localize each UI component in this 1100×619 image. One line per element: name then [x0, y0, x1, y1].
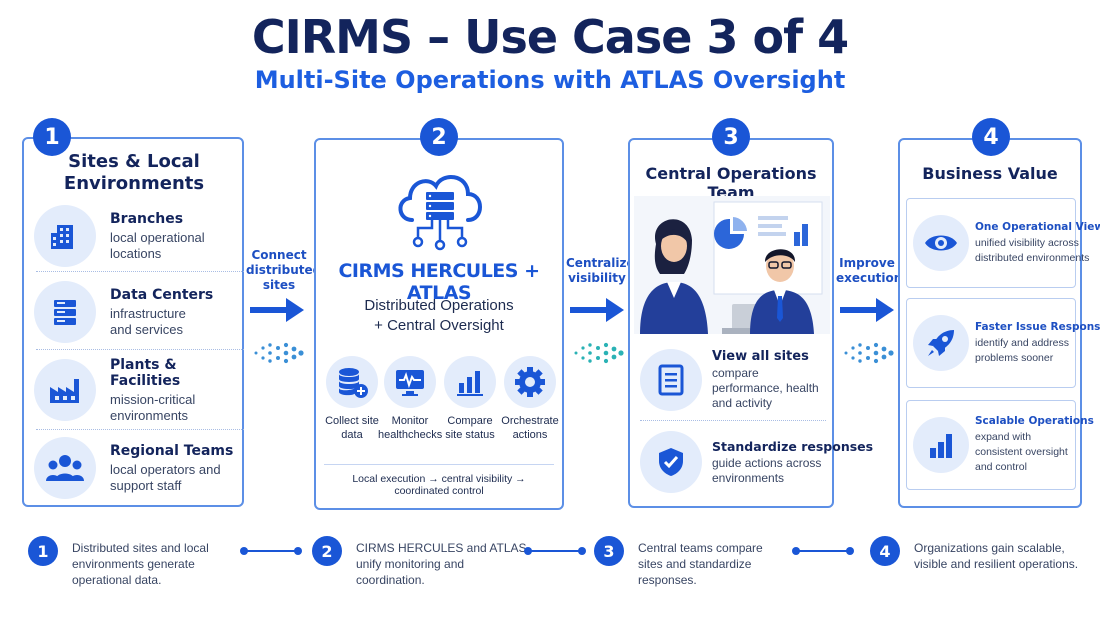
panel-sites: Sites & Local Environments Branches loca…: [22, 137, 244, 507]
building-icon: [34, 205, 96, 267]
monitor-pulse-icon: [384, 356, 436, 408]
panel-business-value: Business Value One Operational View unif…: [898, 138, 1100, 508]
step-number-badge: 1: [33, 118, 71, 156]
value-card-head: Faster Issue Response: [975, 320, 1100, 333]
summary-step-1: 1 Distributed sites and local environmen…: [28, 536, 212, 588]
site-item-sub: infrastructure and services: [110, 305, 186, 337]
summary-step-text: Organizations gain scalable, visible and…: [914, 541, 1079, 571]
ops-item-sub: compare performance, health and activity: [712, 366, 819, 410]
ops-item-sub: guide actions across environments: [712, 455, 822, 485]
summary-step-number: 4: [870, 536, 900, 566]
team-illustration: [634, 196, 830, 334]
value-card-sub: unified visibility across distributed en…: [975, 236, 1090, 264]
ops-item-head: Standardize responses: [712, 438, 874, 454]
ops-item-standardize: Standardize responses guide actions acro…: [640, 422, 873, 502]
site-item-head: Data Centers: [110, 286, 214, 303]
value-card-sub: expand with consistent oversight and con…: [975, 431, 1068, 473]
platform-description: Distributed Operations + Central Oversig…: [364, 297, 514, 334]
site-item-regional-teams: Regional Teams local operators and suppo…: [34, 429, 244, 507]
document-icon: [640, 349, 702, 411]
database-add-icon: [326, 356, 378, 408]
summary-connector-line: [524, 547, 586, 555]
server-icon: [34, 281, 96, 343]
flow-dots-icon: [254, 342, 304, 364]
page-title: CIRMS – Use Case 3 of 4: [251, 10, 849, 64]
summary-step-3: 3 Central teams compare sites and standa…: [594, 536, 788, 588]
value-card-one-view: One Operational View unified visibility …: [906, 198, 1100, 288]
flow-dots-icon: [844, 342, 894, 364]
panel-sites-title: Sites & Local Environments: [63, 151, 205, 194]
step-number-badge: 3: [712, 118, 750, 156]
ops-item-head: View all sites: [712, 349, 809, 364]
connector-label: Improve execution: [836, 256, 903, 285]
summary-connector-line: [240, 547, 302, 555]
step-number-badge: 4: [972, 118, 1010, 156]
summary-step-text: Distributed sites and local environments…: [72, 541, 209, 587]
factory-icon: [34, 359, 96, 421]
summary-step-4: 4 Organizations gain scalable, visible a…: [870, 536, 1084, 572]
site-item-branches: Branches local operational locations: [34, 197, 244, 275]
value-card-faster-response: Faster Issue Response identify and addre…: [906, 298, 1100, 388]
site-item-sub: local operators and support staff: [110, 461, 221, 493]
connector-label: Centralize visibility: [566, 256, 635, 285]
shield-check-icon: [640, 431, 702, 493]
step-number-badge: 2: [420, 118, 458, 156]
summary-step-number: 1: [28, 536, 58, 566]
value-card-scalable: Scalable Operations expand with consiste…: [906, 400, 1094, 490]
team-icon: [34, 437, 96, 499]
site-item-data-centers: Data Centers infrastructure and services: [34, 273, 244, 351]
ops-item-view-sites: View all sites compare performance, heal…: [640, 340, 830, 420]
value-card-head: Scalable Operations: [975, 415, 1094, 427]
arrow-right-icon: [570, 298, 624, 322]
site-item-head: Branches: [110, 210, 184, 227]
site-item-head: Plants & Facilities: [110, 356, 181, 389]
connector-label: Connect distributed sites: [246, 248, 322, 292]
panel-platform: CIRMS HERCULES + ATLAS Distributed Opera…: [314, 138, 564, 510]
summary-connector-line: [792, 547, 854, 555]
page-subtitle: Multi-Site Operations with ATLAS Oversig…: [254, 66, 846, 94]
panel-business-value-title: Business Value: [922, 164, 1058, 183]
value-card-head: One Operational View: [975, 220, 1100, 233]
summary-step-2: 2 CIRMS HERCULES and ATLAS unify monitor…: [312, 536, 532, 588]
summary-step-number: 2: [312, 536, 342, 566]
site-item-sub: mission-critical environments: [110, 391, 196, 423]
summary-step-text: CIRMS HERCULES and ATLAS unify monitorin…: [356, 541, 527, 587]
capability-label: Compare site status: [445, 415, 495, 441]
platform-name: CIRMS HERCULES + ATLAS: [338, 260, 540, 304]
capability-label: Collect site data: [325, 415, 379, 441]
divider: [36, 349, 244, 350]
growth-chart-icon: [913, 417, 969, 473]
arrow-right-icon: [840, 298, 894, 322]
bar-chart-icon: [444, 356, 496, 408]
summary-step-number: 3: [594, 536, 624, 566]
capability-collect: Collect site data: [320, 356, 384, 442]
capability-compare: Compare site status: [438, 356, 502, 442]
eye-icon: [913, 215, 969, 271]
summary-step-text: Central teams compare sites and standard…: [638, 541, 763, 587]
flow-dots-icon: [574, 342, 624, 364]
site-item-head: Regional Teams: [110, 442, 234, 459]
site-item-sub: local operational locations: [110, 229, 205, 261]
capability-label: Monitor healthchecks: [378, 415, 443, 441]
panel-central-ops: Central Operations Team View all sites c…: [628, 138, 873, 508]
divider: [36, 429, 244, 430]
capability-orchestrate: Orchestrate actions: [498, 356, 562, 442]
cloud-server-icon: [398, 175, 482, 251]
platform-footer: Local execution → central visibility → c…: [324, 464, 554, 497]
value-card-sub: identify and address problems sooner: [975, 336, 1069, 364]
arrow-right-icon: [250, 298, 304, 322]
site-item-plants: Plants & Facilities mission-critical env…: [34, 351, 244, 429]
divider: [36, 271, 244, 272]
divider: [640, 420, 826, 421]
capability-label: Orchestrate actions: [501, 415, 559, 441]
rocket-icon: [913, 315, 969, 371]
gear-icon: [504, 356, 556, 408]
capability-monitor: Monitor healthchecks: [378, 356, 442, 442]
